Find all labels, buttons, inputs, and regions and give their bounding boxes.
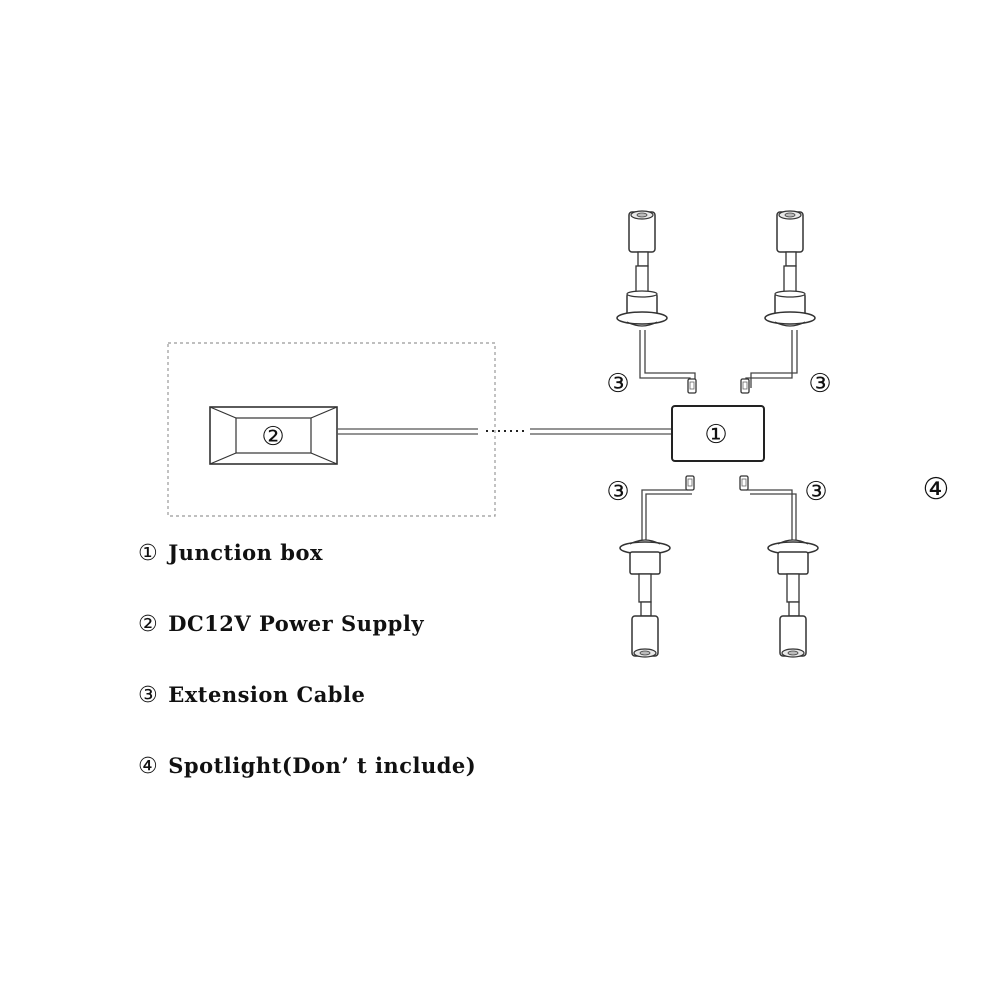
- extension-cable-top-left: [639, 330, 696, 388]
- spotlight-top-right: [764, 210, 816, 327]
- extension-cable-marker-top-right: ③: [808, 369, 831, 399]
- extension-cable-marker-bottom-left: ③: [606, 477, 629, 507]
- junction-box: ①: [671, 405, 765, 462]
- spotlight-bottom-right: [767, 539, 819, 658]
- legend-item-extension-cable: ③ Extension Cable: [138, 682, 638, 753]
- legend-marker: ②: [138, 612, 159, 637]
- legend-item-junction-box: ① Junction box: [138, 540, 638, 611]
- junction-box-marker: ①: [704, 420, 727, 450]
- legend-marker: ①: [138, 541, 159, 566]
- extension-cable-bottom-left: [641, 489, 692, 540]
- legend-label: Spotlight(Don’ t include): [168, 753, 477, 778]
- spotlight-top-left: [616, 210, 668, 327]
- legend-marker: ③: [138, 683, 159, 708]
- extension-cable-top-right: [745, 330, 798, 388]
- legend-label: Extension Cable: [168, 682, 366, 707]
- legend-label: Junction box: [168, 540, 323, 565]
- legend-label: DC12V Power Supply: [168, 611, 425, 636]
- extension-cable-marker-top-left: ③: [606, 369, 629, 399]
- power-supply: ②: [209, 406, 338, 465]
- extension-cable-bottom-right: [746, 489, 797, 540]
- main-cable: [337, 428, 672, 435]
- legend: ① Junction box ② DC12V Power Supply ③ Exten…: [138, 540, 638, 824]
- power-supply-marker: ②: [261, 422, 284, 452]
- spotlight-marker: ④: [923, 472, 950, 507]
- legend-item-power-supply: ② DC12V Power Supply: [138, 611, 638, 682]
- legend-marker: ④: [138, 754, 159, 779]
- legend-item-spotlight: ④ Spotlight(Don’ t include): [138, 753, 638, 824]
- extension-cable-marker-bottom-right: ③: [804, 477, 827, 507]
- power-supply-enclosure: [167, 342, 496, 517]
